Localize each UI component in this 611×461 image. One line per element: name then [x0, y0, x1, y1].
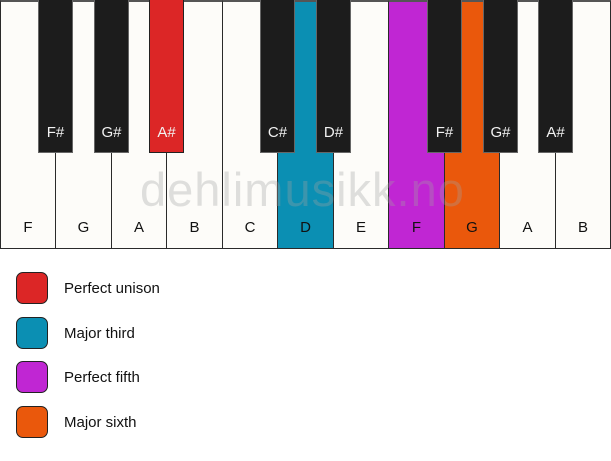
color-swatch	[16, 361, 48, 393]
black-key-f-sharp[interactable]: F#	[427, 0, 462, 153]
key-label: F#	[46, 124, 65, 141]
black-key-g-sharp[interactable]: G#	[94, 0, 129, 153]
key-label: A	[133, 219, 144, 236]
black-key-f-sharp[interactable]: F#	[38, 0, 73, 153]
color-swatch	[16, 272, 48, 304]
key-label: F#	[435, 124, 454, 141]
key-label: G#	[101, 124, 122, 141]
color-swatch	[16, 317, 48, 349]
black-key-d-sharp[interactable]: D#	[316, 0, 351, 153]
key-label: D#	[323, 124, 344, 141]
color-swatch	[16, 406, 48, 438]
legend-label: Perfect fifth	[64, 369, 140, 386]
key-label: B	[577, 219, 588, 236]
key-label: G#	[490, 124, 511, 141]
key-label: E	[355, 219, 366, 236]
key-label: B	[189, 219, 200, 236]
legend-label: Major third	[64, 325, 135, 342]
key-label: G	[466, 219, 478, 236]
key-label: F	[23, 219, 33, 236]
legend-label: Major sixth	[64, 414, 137, 431]
key-label: A	[522, 219, 533, 236]
key-label: F	[411, 219, 422, 236]
black-key-a-sharp-perfect-unison[interactable]: A#	[149, 0, 184, 153]
key-label: D	[300, 219, 311, 236]
black-key-g-sharp[interactable]: G#	[483, 0, 518, 153]
key-label: G	[77, 219, 90, 236]
key-label: A#	[546, 124, 565, 141]
key-label: C	[244, 219, 256, 236]
legend-label: Perfect unison	[64, 280, 160, 297]
key-label: C#	[267, 124, 288, 141]
black-key-a-sharp[interactable]: A#	[538, 0, 573, 153]
piano-keyboard: F G A B C D E F G A B dehlimusikk.no F# …	[0, 0, 611, 249]
key-label: A#	[157, 124, 176, 141]
black-key-c-sharp[interactable]: C#	[260, 0, 295, 153]
